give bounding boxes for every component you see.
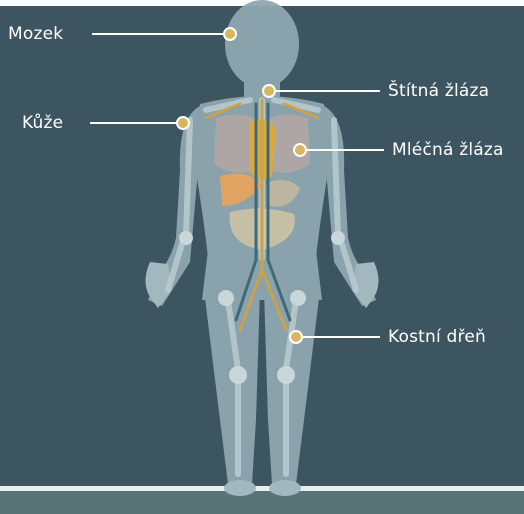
floor-line (0, 486, 524, 491)
thyroid-marker (263, 85, 275, 97)
marrow-label: Kostní dřeň (388, 327, 486, 347)
skin-marker (177, 117, 189, 129)
brain-label: Mozek (8, 24, 63, 44)
mammary-marker (294, 144, 306, 156)
brain-marker (224, 28, 236, 40)
skin-label: Kůže (22, 113, 63, 133)
mammary-label: Mléčná žláza (392, 140, 504, 160)
marrow-marker (290, 331, 302, 343)
thyroid-label: Štítná žláza (388, 81, 489, 101)
